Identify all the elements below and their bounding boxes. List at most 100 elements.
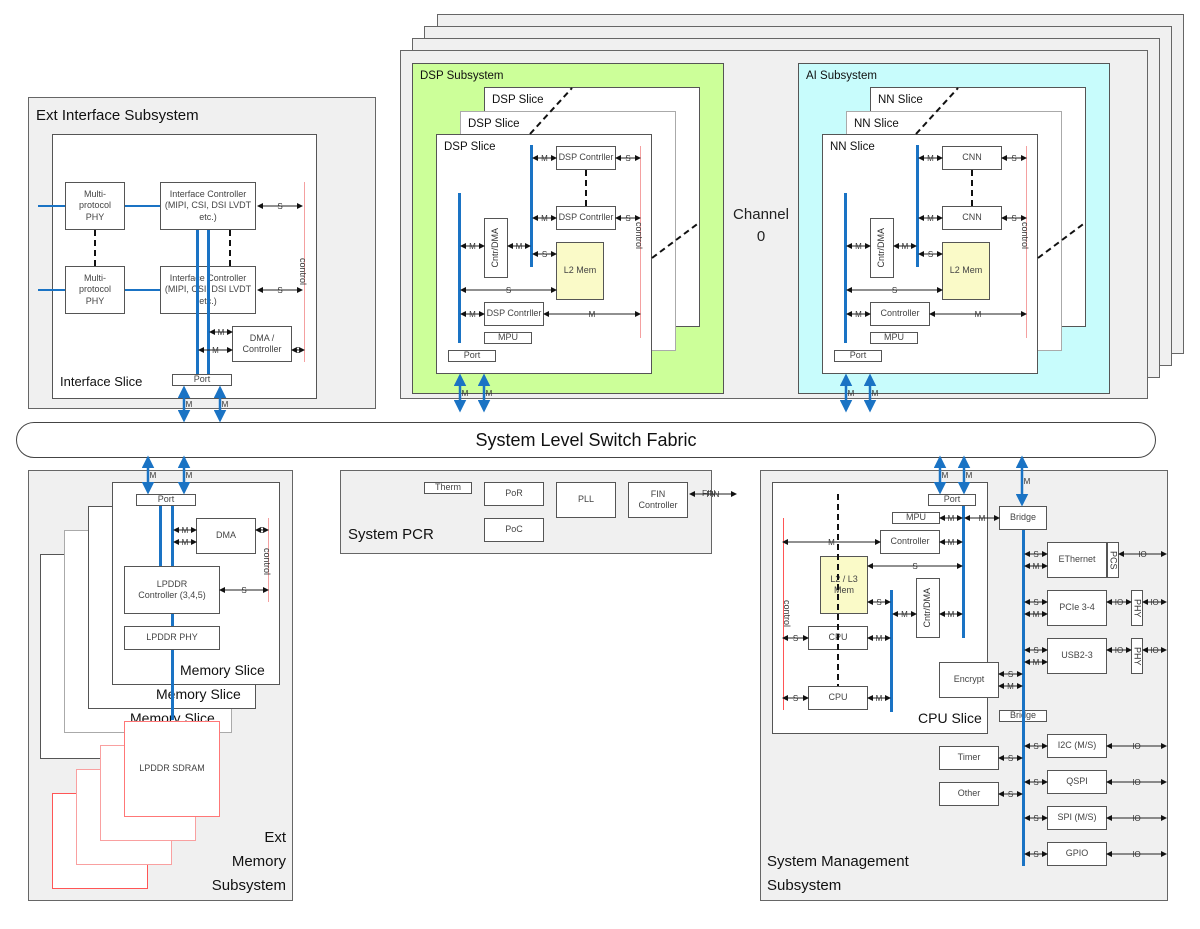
dsp-l2-mem: L2 Mem (556, 242, 604, 300)
fabric-link-label: M (872, 389, 879, 398)
fabric-link-label: M (1024, 477, 1031, 486)
signal-connector-label: M (927, 214, 934, 223)
signal-connector-label: S (1033, 550, 1038, 559)
cpu-port[interactable]: Port (928, 494, 976, 506)
signal-connector-label: S (793, 634, 798, 643)
fabric-link-label: M (848, 389, 855, 398)
dsp-mpu: MPU (484, 332, 532, 344)
signal-connector-label: S (277, 286, 282, 295)
ext-memory-title: Ext Memory Subsystem (200, 826, 286, 898)
iface-control-line (304, 182, 305, 362)
mem-control-line (268, 518, 269, 602)
signal-connector-label: IO (1132, 850, 1140, 859)
fabric-link-label: M (942, 471, 949, 480)
cpu-control-label: control (782, 600, 792, 628)
phy-ctrl-link-2 (125, 289, 160, 291)
dsp-control-line (640, 146, 641, 338)
system-switch-fabric: System Level Switch Fabric (16, 422, 1156, 458)
signal-connector-label: S (542, 250, 547, 259)
sysmgmt-title: System Management Subsystem (767, 850, 909, 898)
cpu-slice-title: CPU Slice (918, 710, 982, 726)
signal-connector-label: M (516, 242, 523, 251)
memory-dma: DMA (196, 518, 256, 554)
cpu-2: CPU (808, 686, 868, 710)
dsp-subsystem-title: DSP Subsystem (420, 70, 504, 82)
fabric-link-label: M (150, 471, 157, 480)
mem-control-label: control (262, 548, 272, 576)
usb-phy-label: PHY (1132, 646, 1143, 666)
mem-bus-2 (171, 506, 174, 566)
fabric-link-label: M (462, 389, 469, 398)
pcie-phy: PHY (1131, 590, 1143, 626)
signal-connector-label: S (241, 586, 246, 595)
signal-connector-label: M (902, 242, 909, 251)
dsp-slice-title: DSP Slice (444, 141, 496, 153)
pcs-label: PCS (1108, 550, 1119, 570)
channel-label: Channel 0 (724, 204, 798, 248)
signal-connector-label: M (469, 242, 476, 251)
signal-connector-label: M (855, 242, 862, 251)
signal-connector-label: S (793, 694, 798, 703)
dsp-bus-inner (530, 145, 533, 267)
ai-port[interactable]: Port (834, 350, 882, 362)
signal-connector-label: IO (1115, 598, 1123, 607)
signal-connector-label: S (1008, 790, 1013, 799)
dashed-link (915, 87, 959, 135)
signal-connector-label: S (1033, 598, 1038, 607)
ext-memory-title-line2: Memory (231, 853, 286, 870)
mem-bus-3 (171, 614, 174, 626)
fabric-link-label: M (186, 400, 193, 409)
dashed-link (1037, 221, 1087, 259)
cpu-bus-main (962, 506, 965, 638)
signal-connector-label: M (182, 526, 189, 535)
signal-connector-label: FIN (707, 490, 720, 499)
ethernet: EThernet (1047, 542, 1107, 578)
signal-connector-label: S (277, 202, 282, 211)
signal-connector-label: M (1033, 562, 1040, 571)
ai-control-label: control (1020, 222, 1030, 250)
mem-bus-4 (171, 650, 174, 720)
dsp-controller-3: DSP Contrller (484, 302, 544, 326)
signal-connector-label: IO (1132, 742, 1140, 751)
dsp-bus-outer (458, 193, 461, 343)
signal-connector-label: S (506, 286, 511, 295)
mem-bus-1 (159, 506, 162, 566)
signal-connector-label: M (855, 310, 862, 319)
pcie: PCIe 3-4 (1047, 590, 1107, 626)
lpddr-sdram-1: LPDDR SDRAM (124, 721, 220, 817)
qspi: QSPI (1047, 770, 1107, 794)
ai-subsystem-title: AI Subsystem (806, 70, 877, 82)
signal-connector-label: S (625, 154, 630, 163)
encrypt: Encrypt (939, 662, 999, 698)
signal-connector-label: S (1008, 670, 1013, 679)
signal-connector-label: M (948, 610, 955, 619)
signal-connector-label: M (1033, 610, 1040, 619)
signal-connector-label: IO (1150, 598, 1158, 607)
dsp-control-label: control (634, 222, 644, 250)
memory-port[interactable]: Port (136, 494, 196, 506)
ai-mpu: MPU (870, 332, 918, 344)
lpddr-phy: LPDDR PHY (124, 626, 220, 650)
signal-connector-label: M (218, 328, 225, 337)
pcr-fin-controller: FIN Controller (628, 482, 688, 518)
signal-connector-label: S (1033, 646, 1038, 655)
signal-connector-label: S (295, 346, 300, 355)
i2c: I2C (M/S) (1047, 734, 1107, 758)
signal-connector-label: S (1033, 742, 1038, 751)
signal-connector-label: M (876, 634, 883, 643)
bridge-top: Bridge (999, 506, 1047, 530)
usb: USB2-3 (1047, 638, 1107, 674)
pcr-poc: PoC (484, 518, 544, 542)
ai-bus-outer (844, 193, 847, 343)
interface-port[interactable]: Port (172, 374, 232, 386)
cpu-l2-l3-mem: L2 / L3 Mem (820, 556, 868, 614)
dsp-port[interactable]: Port (448, 350, 496, 362)
signal-connector-label: M (975, 310, 982, 319)
signal-connector-label: M (828, 538, 835, 547)
sysmgmt-title-line1: System Management (767, 853, 909, 870)
signal-connector-label: M (589, 310, 596, 319)
pcie-phy-label: PHY (1132, 598, 1143, 618)
signal-connector-label: IO (1138, 550, 1146, 559)
ai-control-line (1026, 146, 1027, 338)
fabric-link-label: M (966, 471, 973, 480)
